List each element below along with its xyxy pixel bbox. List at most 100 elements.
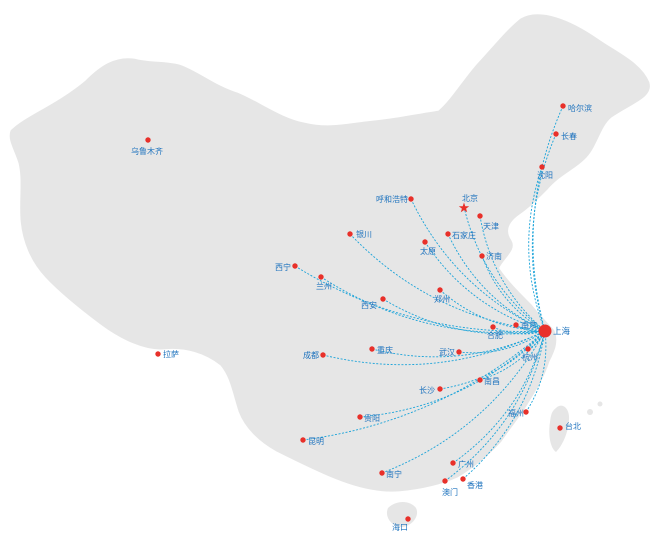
china-landmass [8,12,652,494]
city-dot [380,296,386,302]
city-zhengzhou[interactable]: 郑州 [434,287,450,304]
city-label: 长春 [561,131,577,141]
route-line-tianjin [479,215,546,332]
capital-beijing[interactable] [458,202,470,213]
city-lhasa[interactable]: 拉萨 [155,349,179,359]
city-fuzhou[interactable]: 福州 [508,409,529,418]
city-chengdu[interactable]: 成都 [303,350,326,360]
city-jinan[interactable]: 济南 [479,251,502,261]
city-dot [422,239,428,245]
city-label: 银川 [356,229,372,239]
city-guiyang[interactable]: 贵阳 [357,413,380,423]
city-kunming[interactable]: 昆明 [300,437,324,446]
city-dot [318,274,324,280]
route-line-shijiazhuang [447,233,546,332]
route-line-xining [294,265,546,332]
city-haikou[interactable]: 海口 [392,516,411,532]
city-dot [490,324,496,330]
city-xian[interactable]: 西安 [361,296,386,310]
city-beijing[interactable]: 北京 [462,193,478,203]
city-hohhot[interactable]: 呼和浩特 [376,194,414,204]
city-nanchang[interactable]: 南昌 [477,376,500,386]
city-dot [292,263,298,269]
city-taiyuan[interactable]: 太原 [420,239,436,256]
city-harbin[interactable]: 哈尔滨 [560,103,592,113]
hub-shanghai[interactable]: 上海 [538,324,571,338]
city-label: 澳门 [442,487,458,497]
city-label: 台北 [565,421,581,431]
city-dot [369,346,375,352]
city-label: 拉萨 [163,349,179,359]
city-hefei[interactable]: 合肥 [487,324,503,340]
city-dot [347,231,353,237]
city-chongqing[interactable]: 重庆 [369,345,393,355]
route-line-shenyang [528,166,546,332]
city-taipei[interactable]: 台北 [557,421,581,431]
city-label: 杭州 [522,352,538,362]
route-line-taiyuan [424,241,546,332]
city-label: 贵阳 [364,413,380,423]
city-xining[interactable]: 西宁 [275,262,298,272]
route-line-lanzhou [320,276,546,334]
city-shenyang[interactable]: 沈阳 [537,164,553,180]
city-nanning[interactable]: 南宁 [379,469,402,479]
city-label: 昆明 [308,437,324,446]
city-label: 海口 [392,522,408,532]
city-dot [477,213,483,219]
city-urumqi[interactable]: 乌鲁木齐 [131,137,163,156]
city-label: 太原 [420,246,436,256]
city-label: 郑州 [434,294,450,304]
city-hangzhou[interactable]: 杭州 [522,346,538,362]
city-label: 南昌 [484,376,500,386]
city-dot [445,231,451,237]
city-tianjin[interactable]: 天津 [477,213,499,231]
city-lanzhou[interactable]: 兰州 [316,274,332,291]
city-wuhan[interactable]: 武汉 [439,347,462,357]
city-label: 南宁 [386,469,402,479]
city-label: 西安 [361,300,377,310]
city-label: 沈阳 [537,170,553,180]
city-shijiazhuang[interactable]: 石家庄 [445,230,476,240]
route-line-wuhan [458,330,546,354]
city-dot [437,386,443,392]
city-dot [442,478,448,484]
city-dot [408,196,414,202]
city-dot [557,425,563,431]
city-guangzhou[interactable]: 广州 [450,459,474,469]
city-dot [479,253,485,259]
city-label: 广州 [458,459,474,469]
city-label: 重庆 [377,345,393,355]
city-dot [523,409,529,415]
island [597,401,603,407]
city-label: 北京 [462,193,478,203]
city-dot [155,351,161,357]
city-yinchuan[interactable]: 银川 [347,229,372,239]
city-label: 香港 [467,480,483,490]
city-label: 西宁 [275,262,291,272]
city-changsha[interactable]: 长沙 [419,385,443,395]
city-label: 合肥 [487,330,503,340]
city-changchun[interactable]: 长春 [553,131,577,141]
city-label: 兰州 [316,281,332,291]
city-nanjing[interactable]: 南京 [513,320,537,330]
city-label: 南京 [521,320,537,330]
route-line-nanchang [479,330,546,381]
city-hongkong[interactable]: 香港 [460,476,483,490]
route-line-guiyang [359,330,546,418]
route-line-nanning [381,330,546,474]
city-label: 福州 [508,409,524,418]
route-line-nanjing [515,324,546,332]
city-macau[interactable]: 澳门 [442,478,458,497]
city-dot [300,437,306,443]
city-label: 武汉 [439,347,455,357]
hub-dot [538,324,552,338]
route-line-hohhot [410,198,546,332]
city-label: 哈尔滨 [568,103,592,113]
city-label: 乌鲁木齐 [131,146,163,156]
route-line-zhengzhou [439,289,546,332]
city-dot [553,131,559,137]
city-dot [539,164,545,170]
